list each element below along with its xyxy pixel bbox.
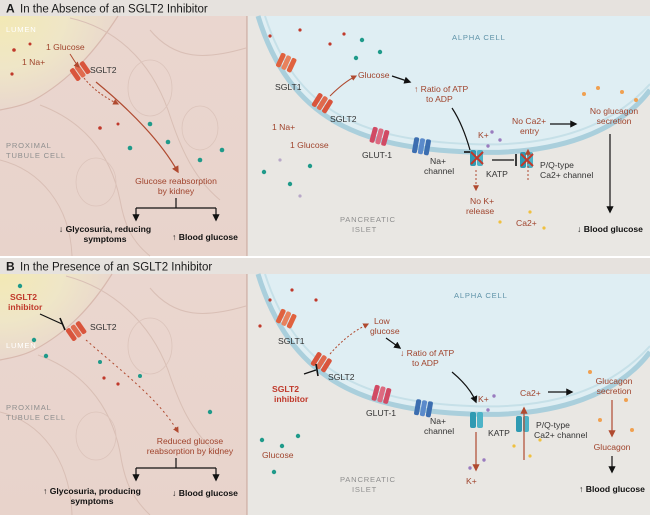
sglt2-transporter-icon	[69, 61, 91, 81]
katp-channel-icon	[470, 150, 484, 166]
panel-a-one-na: 1 Na+	[22, 57, 45, 67]
panel-a-letter: A	[6, 2, 15, 16]
panel-b-letter: B	[6, 260, 15, 274]
panel-a-title: In the Absence of an SGLT2 Inhibitor	[20, 4, 208, 16]
panel-a-glucose-label: Glucose	[358, 70, 390, 80]
panel-a-reabsorption-1: Glucose reabsorption	[135, 176, 217, 186]
panel-b-low-glucose-2: glucose	[370, 326, 400, 336]
panel-b-alpha-inhibitor-2: inhibitor	[274, 394, 309, 404]
panel-b-glucagon: Glucagon	[594, 442, 631, 452]
panel-a-na-channel-2: channel	[424, 166, 454, 176]
panel-a-na-channel-1: Na+	[430, 156, 446, 166]
panel-b-header-bar	[0, 258, 650, 274]
panel-b-inhibitor-2: inhibitor	[8, 302, 43, 312]
panel-a-reabsorption-2: by kidney	[158, 186, 195, 196]
panel-b-low-glucose-1: Low	[374, 316, 391, 326]
glut1-transporter-icon	[369, 126, 390, 146]
panel-b-katp-label: KATP	[488, 428, 510, 438]
panel-a-alpha-one-na: 1 Na+	[272, 122, 295, 132]
panel-b-glucagon-secretion-1: Glucagon	[596, 376, 633, 386]
panel-b-sglt1-transporter-icon	[276, 308, 297, 329]
panel-b-na-channel-1: Na+	[430, 416, 446, 426]
panel-a-islet-1: PANCREATIC	[340, 215, 396, 224]
panel-b-pq-type: P/Q-type	[536, 420, 570, 430]
panel-b-katp-channel-icon	[470, 412, 483, 428]
panel-b-inhibitor-1: SGLT2	[10, 292, 37, 302]
panel-b-islet-2: ISLET	[352, 485, 377, 494]
panel-a-no-glucagon-2: secretion	[597, 116, 632, 126]
panel-b-ca2: Ca2+	[520, 388, 541, 398]
panel-a-alpha-cell: ALPHA CELL PANCREATIC ISLET SGLT1 SGLT2 …	[248, 15, 650, 256]
panel-a-atp-ratio-2: to ADP	[426, 94, 453, 104]
panel-a-islet-2: ISLET	[352, 225, 377, 234]
panel-b-proximal-label-2: TUBULE CELL	[6, 413, 66, 422]
panel-a-lumen-label: LUMEN	[6, 25, 37, 34]
sglt1-transporter-icon	[276, 52, 297, 73]
panel-a-alpha-blood-glucose: ↓ Blood glucose	[577, 224, 643, 234]
panel-b-k-plus-top: K+	[478, 394, 489, 404]
panel-b-alpha-cell: ALPHA CELL PANCREATIC ISLET SGLT1 SGLT2 …	[248, 273, 650, 515]
panel-b-sglt2-transporter-icon	[65, 321, 87, 341]
panel-a-no-k-release-2: release	[466, 206, 494, 216]
panel-a-sglt2-label: SGLT2	[90, 65, 117, 75]
panel-a-atp-ratio-1: ↑ Ratio of ATP	[414, 84, 469, 94]
panel-b-title: In the Presence of an SGLT2 Inhibitor	[20, 262, 212, 274]
panel-a-k-plus: K+	[478, 130, 489, 140]
panel-a-pq-type: P/Q-type	[540, 160, 574, 170]
panel-a-alpha-one-glucose: 1 Glucose	[290, 140, 329, 150]
panel-a-ca2: Ca2+	[516, 218, 537, 228]
panel-b-sglt2-label: SGLT2	[90, 322, 117, 332]
panel-b-glut1-label: GLUT-1	[366, 408, 396, 418]
panel-a-blood-glucose: ↑ Blood glucose	[172, 232, 238, 242]
panel-a-glut1-label: GLUT-1	[362, 150, 392, 160]
panel-b-glycosuria-2: symptoms	[71, 496, 114, 506]
panel-a-proximal-label-2: TUBULE CELL	[6, 151, 66, 160]
panel-b-kidney: LUMEN PROXIMAL TUBULE CELL SGLT2 inhibit…	[0, 273, 248, 515]
panel-a-kidney: LUMEN PROXIMAL TUBULE CELL 1 Glucose 1 N…	[0, 15, 248, 257]
panel-b-sglt1-label: SGLT1	[278, 336, 305, 346]
panel-a-glycosuria-2: symptoms	[84, 234, 127, 244]
panel-b-lumen-label: LUMEN	[6, 341, 37, 350]
panel-b-blood-glucose: ↓ Blood glucose	[172, 488, 238, 498]
panel-a-proximal-label-1: PROXIMAL	[6, 141, 52, 150]
panel-b-reduced-2: reabsorption by kidney	[147, 446, 234, 456]
panel-b-k-plus-bottom: K+	[466, 476, 477, 486]
panel-a-no-glucagon-1: No glucagon	[590, 106, 638, 116]
panel-b-alpha-sglt2-label: SGLT2	[328, 372, 355, 382]
panel-a-header-bar	[0, 0, 650, 16]
panel-b-glucose-label: Glucose	[262, 450, 294, 460]
na-channel-icon	[412, 137, 431, 156]
panel-a-no-ca-1: No Ca2+	[512, 116, 546, 126]
panel-a-ca-channel: Ca2+ channel	[540, 170, 593, 180]
panel-b-alpha-blood-glucose: ↑ Blood glucose	[579, 484, 645, 494]
panel-b-alpha-cell-label: ALPHA CELL	[454, 291, 508, 300]
panel-a-one-glucose: 1 Glucose	[46, 42, 85, 52]
panel-a-sglt1-label: SGLT1	[275, 82, 302, 92]
panel-b-ca-channel: Ca2+ channel	[534, 430, 587, 440]
panel-a-no-ca-2: entry	[520, 126, 540, 136]
panel-a-katp-label: KATP	[486, 169, 508, 179]
panel-a-alpha-cell-label: ALPHA CELL	[452, 33, 506, 42]
panel-b-islet-1: PANCREATIC	[340, 475, 396, 484]
panel-b-glut1-transporter-icon	[371, 384, 392, 404]
panel-b-reduced-1: Reduced glucose	[157, 436, 224, 446]
panel-a-glycosuria-1: ↓ Glycosuria, reducing	[59, 224, 151, 234]
panel-b-atp-ratio-2: to ADP	[412, 358, 439, 368]
panel-b-na-channel-2: channel	[424, 426, 454, 436]
panel-b-atp-ratio-1: ↓ Ratio of ATP	[400, 348, 455, 358]
panel-b-glucagon-secretion-2: secretion	[597, 386, 632, 396]
panel-b-proximal-label-1: PROXIMAL	[6, 403, 52, 412]
panel-b-alpha-inhibitor-1: SGLT2	[272, 384, 299, 394]
panel-a-alpha-sglt2-label: SGLT2	[330, 114, 357, 124]
panel-b-alpha-sglt2-transporter-icon	[310, 352, 332, 373]
alpha-sglt2-transporter-icon	[311, 93, 333, 114]
panel-b-na-channel-icon	[414, 399, 433, 418]
panel-b-glycosuria-1: ↑ Glycosuria, producing	[43, 486, 141, 496]
panel-a-no-k-release-1: No K+	[470, 196, 494, 206]
